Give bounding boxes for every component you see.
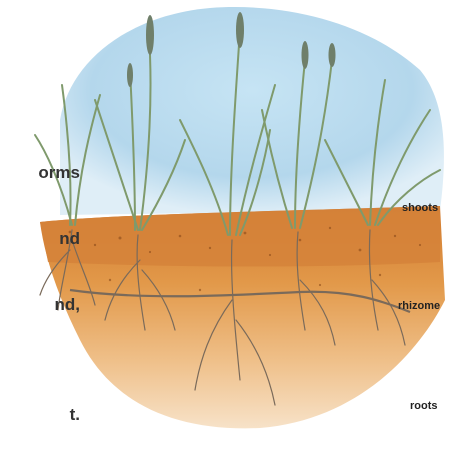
side-text-line-3: nd, xyxy=(0,294,80,316)
label-roots: roots xyxy=(410,400,438,412)
label-rhizome: rhizome xyxy=(398,300,440,312)
side-text-line-5: t. xyxy=(0,404,80,426)
side-text-line-1: orms xyxy=(0,162,80,184)
sky-wash xyxy=(60,7,444,215)
label-shoots: shoots xyxy=(402,202,438,214)
partial-side-text: orms nd nd, t. xyxy=(0,118,80,470)
grass-illustration: orms nd nd, t. shoots rhizome roots xyxy=(0,0,449,442)
side-text-line-2: nd xyxy=(0,228,80,250)
